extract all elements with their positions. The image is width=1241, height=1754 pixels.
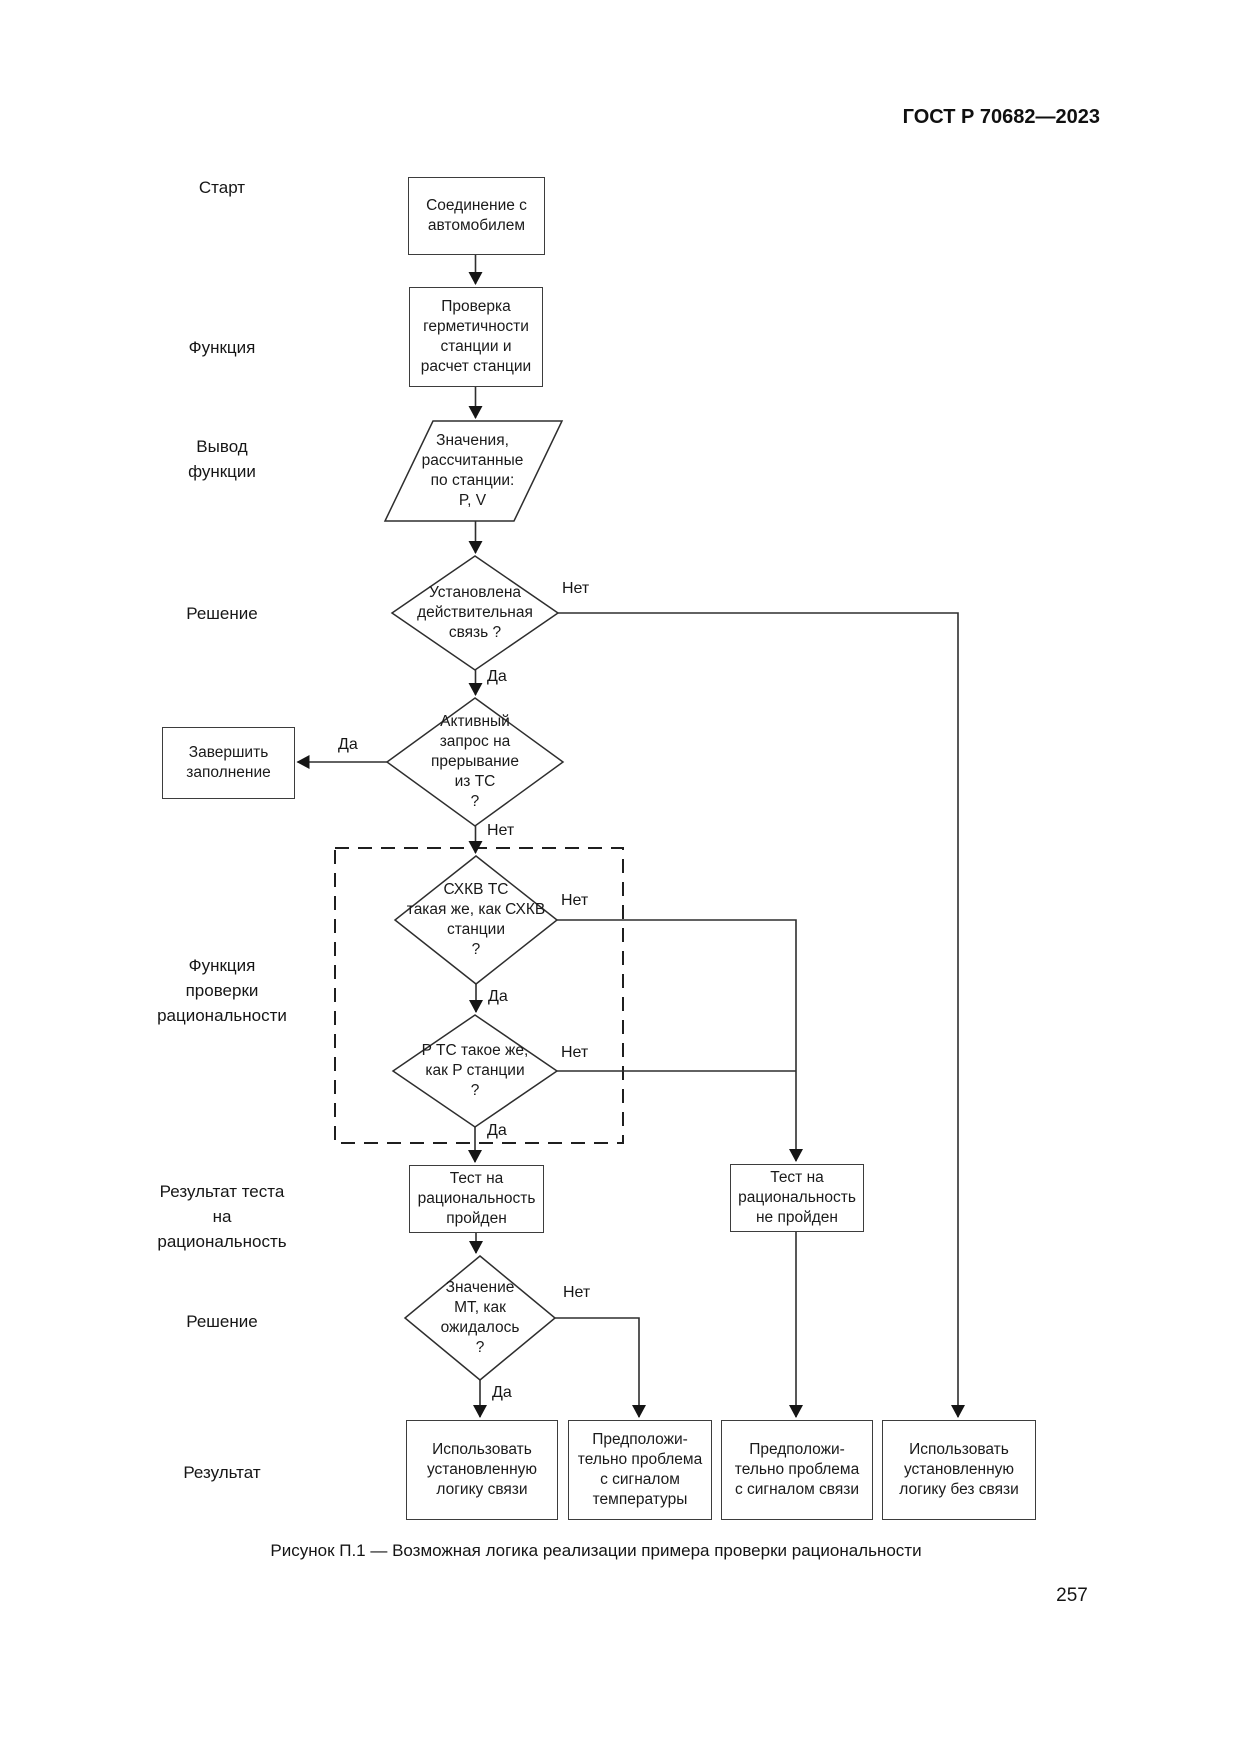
- document-header: ГОСТ Р 70682—2023: [902, 106, 1100, 128]
- node-use-link-logic: Использовать установленную логику связи: [406, 1420, 558, 1520]
- edge-label-no-mt: Нет: [563, 1284, 591, 1301]
- row-label-function: Функция: [188, 338, 256, 357]
- row-label-start: Старт: [198, 178, 246, 197]
- edge-label-no-schkv: Нет: [561, 892, 589, 909]
- node-test-failed: Тест на рациональность не пройден: [730, 1164, 864, 1232]
- edge-label-no-p-same: Нет: [561, 1044, 589, 1061]
- row-label-decision-2: Решение: [186, 1312, 258, 1331]
- p-same-diamond: [391, 1014, 559, 1128]
- node-interrupt-request: Активный запрос на прерывание из ТС ?: [431, 713, 519, 810]
- row-label-function-output: Вывод функции: [188, 437, 256, 481]
- decision-and-io-shapes: [383, 420, 565, 1381]
- node-mt-expected: Значение МТ, как ожидалось ?: [440, 1279, 520, 1356]
- node-link-established: Установлена действительная связь ?: [417, 584, 533, 641]
- schkv-same-diamond: [393, 855, 559, 985]
- node-link-signal-problem: Предположи- тельно проблема с сигналом с…: [721, 1420, 873, 1520]
- edge-label-yes-link-established: Да: [487, 668, 507, 685]
- node-use-no-link-logic: Использовать установленную логику без св…: [882, 1420, 1036, 1520]
- node-station-values: Значения, рассчитанные по станции: P, V: [421, 432, 524, 509]
- node-connect-vehicle: Соединение с автомобилем: [408, 177, 545, 255]
- edge-label-no-link-established: Нет: [562, 580, 590, 597]
- node-temp-signal-problem: Предположи- тельно проблема с сигналом т…: [568, 1420, 712, 1520]
- link-established-diamond: [390, 555, 560, 671]
- node-station-check: Проверка герметичности станции и расчет …: [409, 287, 543, 387]
- mt-expected-diamond: [403, 1255, 557, 1381]
- node-test-passed: Тест на рациональность пройден: [409, 1165, 544, 1233]
- row-label-result: Результат: [183, 1463, 261, 1482]
- connector-lines: [296, 253, 965, 1418]
- edge-label-yes-p-same: Да: [487, 1122, 507, 1139]
- node-p-same: P ТС такое же, как P станции ?: [421, 1042, 529, 1099]
- figure-caption: Рисунок П.1 — Возможная логика реализаци…: [270, 1541, 922, 1560]
- node-schkv-same: СХКВ ТС такая же, как СХКВ станции ?: [406, 881, 546, 958]
- node-finish-filling: Завершить заполнение: [162, 727, 295, 799]
- station-values-parallelogram: [383, 420, 564, 522]
- edge-label-yes-schkv: Да: [488, 988, 508, 1005]
- row-label-decision-1: Решение: [186, 604, 258, 623]
- page-number: 257: [1056, 1585, 1088, 1606]
- row-label-test-result: Результат теста на рациональность: [157, 1182, 287, 1251]
- row-label-rationality-check: Функция проверки рациональности: [157, 956, 287, 1025]
- edge-label-no-interrupt: Нет: [487, 822, 515, 839]
- edge-label-yes-interrupt: Да: [338, 736, 358, 753]
- interrupt-request-diamond: [385, 697, 565, 827]
- edge-label-yes-mt: Да: [492, 1384, 512, 1401]
